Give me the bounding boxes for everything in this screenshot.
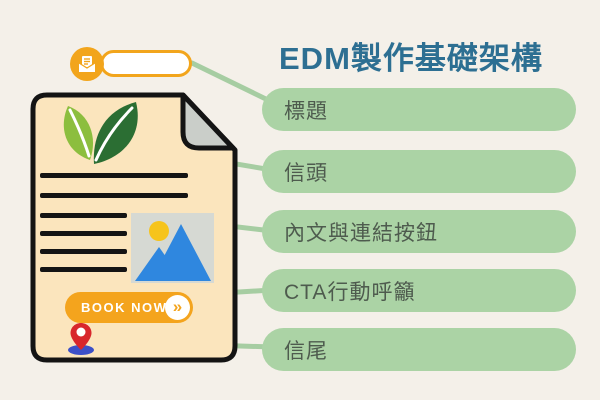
mail-open-glyph bbox=[78, 56, 96, 72]
label-cta: CTA行動呼籲 bbox=[262, 269, 576, 312]
text-line bbox=[40, 249, 127, 254]
label-body-links-text: 內文與連結按鈕 bbox=[284, 221, 438, 245]
page-title: EDM製作基礎架構 bbox=[279, 41, 543, 76]
text-line bbox=[40, 213, 127, 218]
connector-line bbox=[189, 60, 275, 105]
book-now-label: BOOK NOW bbox=[81, 300, 168, 315]
label-heading: 標題 bbox=[262, 88, 576, 131]
subject-line-pill bbox=[100, 50, 192, 77]
label-footer: 信尾 bbox=[262, 328, 576, 371]
label-letterhead: 信頭 bbox=[262, 150, 576, 193]
book-now-button[interactable]: BOOK NOW » bbox=[65, 292, 193, 323]
image-placeholder bbox=[131, 213, 214, 283]
mail-open-icon bbox=[70, 47, 104, 81]
mountains-icon bbox=[135, 224, 211, 281]
label-heading-text: 標題 bbox=[284, 99, 328, 123]
leaf-logo-icon bbox=[63, 102, 138, 164]
label-footer-text: 信尾 bbox=[284, 339, 328, 363]
label-letterhead-text: 信頭 bbox=[284, 161, 328, 185]
text-line bbox=[40, 173, 188, 178]
folded-corner-icon bbox=[180, 92, 236, 151]
text-line bbox=[40, 267, 127, 272]
text-line bbox=[40, 231, 127, 236]
text-line bbox=[40, 193, 188, 198]
location-pin-icon bbox=[68, 323, 94, 355]
sun-icon bbox=[149, 221, 169, 241]
label-cta-text: CTA行動呼籲 bbox=[284, 280, 416, 304]
label-body-links: 內文與連結按鈕 bbox=[262, 210, 576, 253]
chevron-double-icon: » bbox=[165, 295, 190, 320]
